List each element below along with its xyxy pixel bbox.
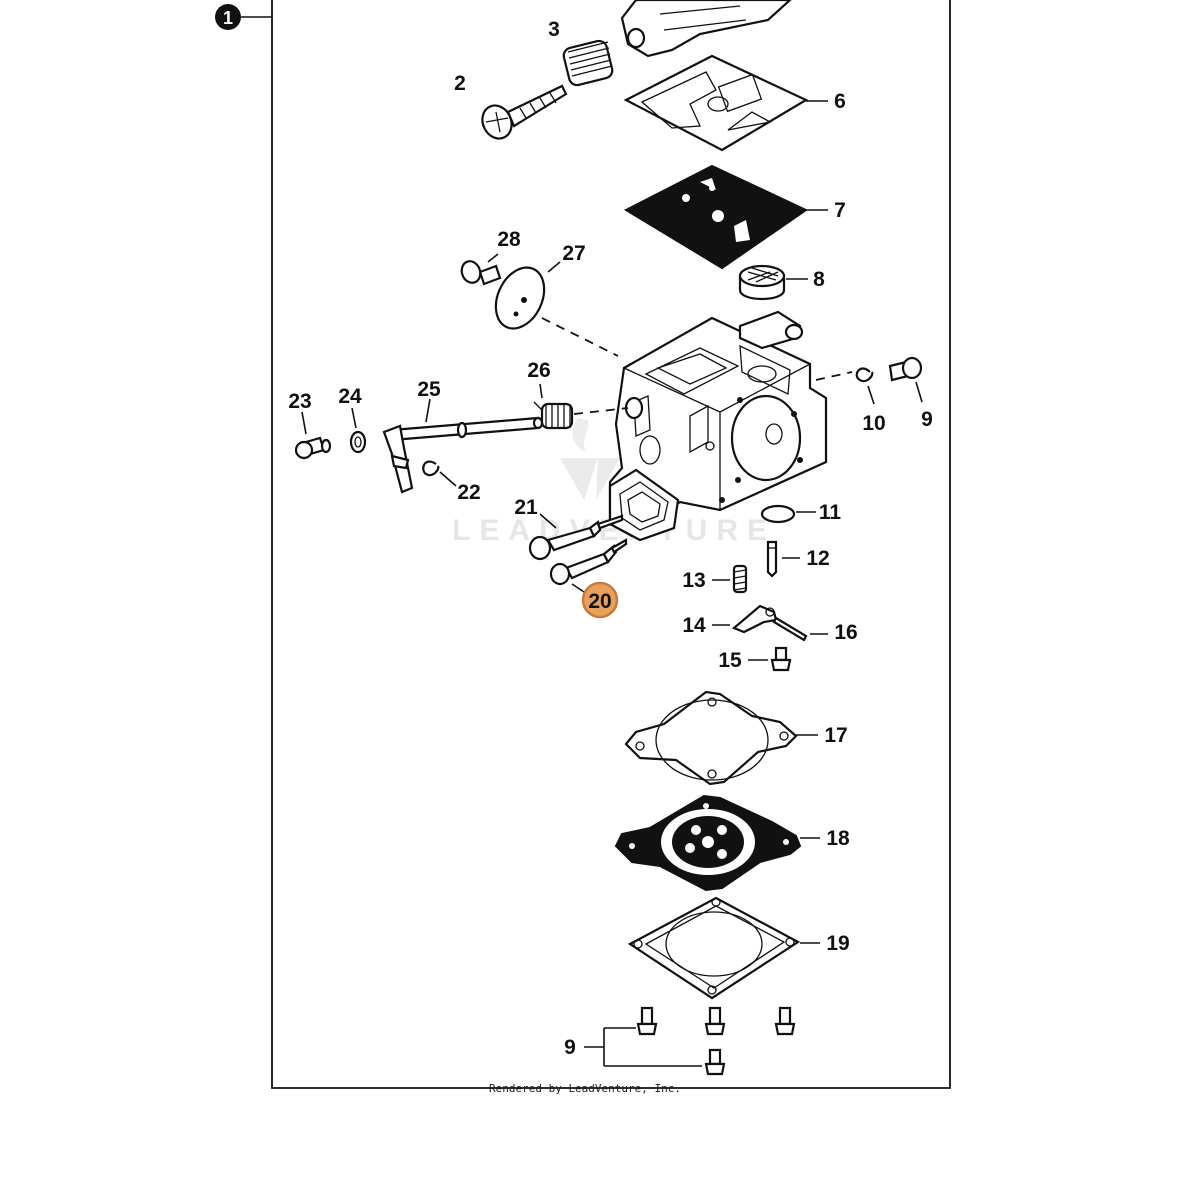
- callout-6[interactable]: 6: [834, 90, 846, 113]
- carburetor-body[interactable]: [608, 310, 828, 542]
- part-2-screw[interactable]: [477, 84, 568, 143]
- callout-13[interactable]: 13: [682, 569, 705, 592]
- part-23-screw[interactable]: [294, 436, 332, 460]
- part-18-diaphragm[interactable]: [614, 794, 802, 892]
- callout-15[interactable]: 15: [718, 649, 742, 672]
- callout-27[interactable]: 27: [562, 242, 585, 265]
- watermark: LEADVENTURE: [452, 418, 767, 547]
- part-22-clip[interactable]: [422, 460, 440, 477]
- part-16-pin[interactable]: [772, 616, 808, 642]
- callout-12[interactable]: 12: [806, 547, 829, 570]
- part-21-adjust-screw[interactable]: [528, 514, 624, 561]
- part-20-adjust-screw[interactable]: [549, 538, 628, 586]
- part-9-screw-bottom-3[interactable]: [774, 1006, 796, 1036]
- callout-11[interactable]: 11: [819, 501, 842, 524]
- callout-19[interactable]: 19: [826, 932, 849, 955]
- callout-14[interactable]: 14: [682, 614, 706, 637]
- callout-28[interactable]: 28: [497, 228, 521, 251]
- part-25-shaft[interactable]: [382, 416, 544, 494]
- assembly-frame: [271, 0, 951, 1089]
- callout-7[interactable]: 7: [834, 199, 846, 222]
- assembly-badge-label: 1: [223, 8, 233, 28]
- part-27-disc[interactable]: [487, 260, 554, 337]
- part-11-o-ring[interactable]: [760, 504, 796, 524]
- part-9-screw-bottom-4[interactable]: [704, 1048, 726, 1076]
- callout-21[interactable]: 21: [514, 496, 538, 519]
- callout-8[interactable]: 8: [813, 268, 825, 291]
- callout-3[interactable]: 3: [548, 18, 560, 41]
- assembly-badge[interactable]: [215, 4, 241, 30]
- part-14-lever[interactable]: [731, 604, 778, 634]
- callout-17[interactable]: 17: [824, 724, 847, 747]
- part-19-cover[interactable]: [627, 896, 801, 1000]
- callout-10[interactable]: 10: [862, 412, 885, 435]
- callout-2[interactable]: 2: [454, 72, 466, 95]
- callout-26[interactable]: 26: [527, 359, 550, 382]
- part-6-gasket[interactable]: [623, 54, 809, 152]
- callout-23[interactable]: 23: [288, 390, 311, 413]
- callout-20[interactable]: 20: [588, 590, 611, 613]
- part-8-filter[interactable]: [738, 264, 786, 300]
- callout-24[interactable]: 24: [338, 385, 362, 408]
- part-13-spring[interactable]: [732, 564, 748, 594]
- callout-9-right[interactable]: 9: [921, 408, 933, 431]
- callout-9-bottom[interactable]: 9: [564, 1036, 576, 1059]
- callout-20-highlight[interactable]: [581, 581, 619, 619]
- part-housing-top[interactable]: [620, 0, 792, 58]
- part-3-spring[interactable]: [562, 39, 614, 87]
- part-28-screw[interactable]: [459, 259, 502, 286]
- render-credit: Rendered by LeadVenture, Inc.: [489, 1082, 681, 1095]
- part-24-washer[interactable]: [349, 430, 367, 454]
- callout-22[interactable]: 22: [457, 481, 480, 504]
- callout-25[interactable]: 25: [417, 378, 441, 401]
- part-17-gasket[interactable]: [624, 690, 798, 786]
- part-9-screw-right[interactable]: [888, 356, 923, 382]
- part-9-screw-bottom-2[interactable]: [704, 1006, 726, 1036]
- callout-18[interactable]: 18: [826, 827, 850, 850]
- part-12-needle[interactable]: [766, 540, 778, 578]
- part-15-screw[interactable]: [770, 646, 792, 672]
- part-9-screw-bottom-1[interactable]: [636, 1006, 658, 1036]
- part-7-diaphragm[interactable]: [623, 164, 809, 270]
- part-26-spring[interactable]: [533, 401, 574, 430]
- part-10-clip[interactable]: [855, 367, 874, 383]
- callout-16[interactable]: 16: [834, 621, 857, 644]
